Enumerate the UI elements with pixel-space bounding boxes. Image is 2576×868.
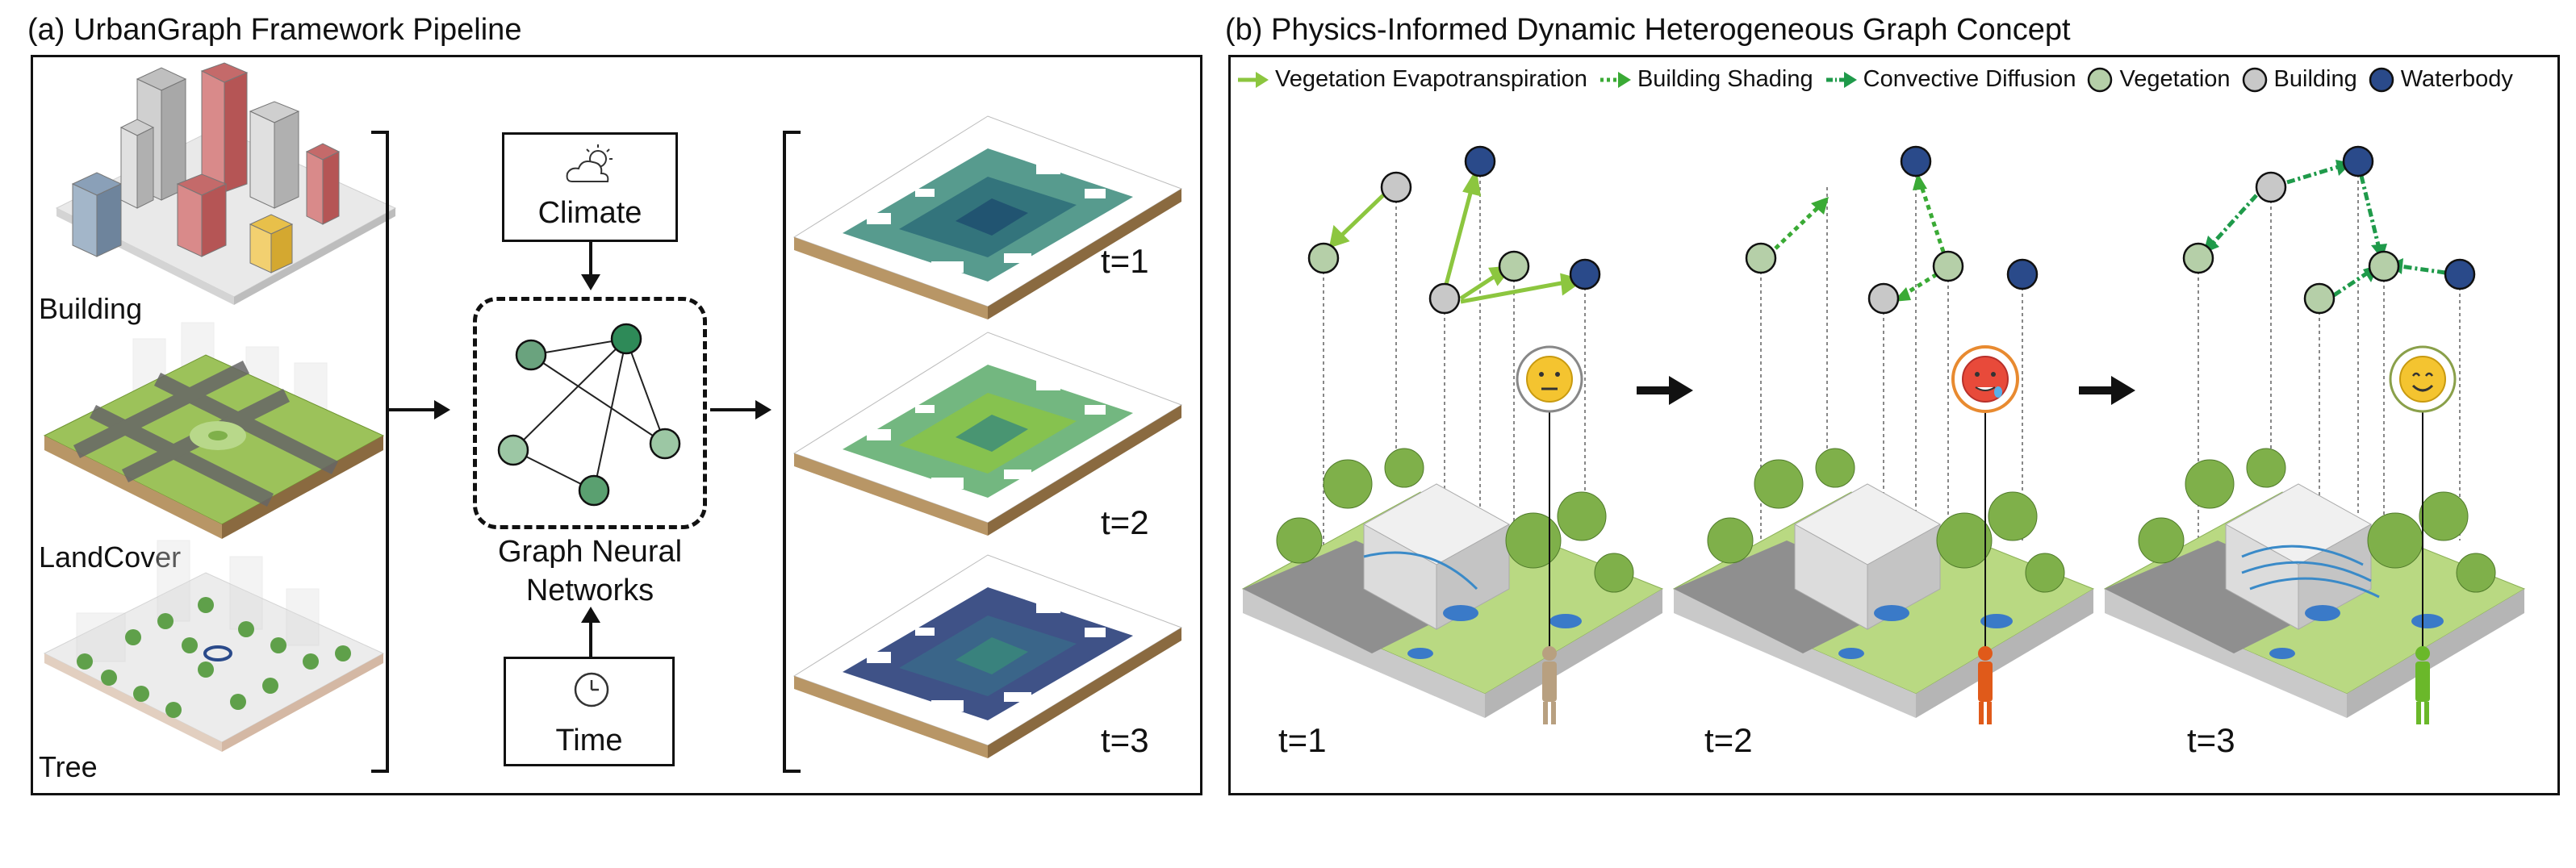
tree-layer-label: Tree <box>39 750 98 783</box>
building-layer-illustration <box>55 62 397 305</box>
panel-a-frame <box>31 55 1202 795</box>
legend-shading-label: Building Shading <box>1637 66 1813 92</box>
node-vegetation <box>2368 250 2400 282</box>
time-box: Time <box>504 657 675 766</box>
panel-a-title: (a) UrbanGraph Framework Pipeline <box>27 13 522 47</box>
timestep-b-1: t=1 <box>1278 721 1327 759</box>
panel-b-frame <box>1228 55 2560 795</box>
legend-evapotranspiration-label: Vegetation Evapotranspiration <box>1275 66 1587 92</box>
timestep-b-3: t=3 <box>2187 721 2235 759</box>
gnn-node <box>649 428 681 460</box>
legend-waterbody-label: Waterbody <box>2400 66 2513 92</box>
timestep-a-1: t=1 <box>1101 242 1149 280</box>
input-bracket <box>371 131 450 773</box>
legend-building-label: Building <box>2273 66 2357 92</box>
legend-convective: Convective Diffusion <box>1825 66 2076 93</box>
climate-arrow <box>581 242 600 290</box>
node-building <box>1380 171 1412 203</box>
node-building <box>1428 282 1461 315</box>
time-label: Time <box>555 724 623 757</box>
cloud-sun-icon <box>566 144 613 182</box>
heatmap-slab-t1 <box>792 115 1183 319</box>
legend-vegetation: Vegetation <box>2087 66 2231 93</box>
timestep-a-2: t=2 <box>1101 503 1149 541</box>
node-vegetation <box>1745 242 1777 274</box>
legend-shading: Building Shading <box>1599 66 1813 93</box>
legend-convective-label: Convective Diffusion <box>1863 66 2076 92</box>
node-waterbody <box>2444 258 2476 290</box>
node-vegetation <box>1932 250 1964 282</box>
transition-arrow-2 <box>2079 376 2135 405</box>
heatmap-slab-t2 <box>792 332 1183 536</box>
node-building <box>2255 171 2287 203</box>
gnn-node <box>610 323 642 355</box>
node-waterbody <box>2006 258 2039 290</box>
building-layer-label: Building <box>39 292 143 325</box>
timestep-a-3: t=3 <box>1101 721 1149 759</box>
gnn-label: Graph Neural Networks <box>465 532 715 610</box>
legend-vegetation-label: Vegetation <box>2119 66 2231 92</box>
node-waterbody <box>1900 145 1932 177</box>
climate-label: Climate <box>537 196 642 230</box>
climate-box: Climate <box>502 132 678 242</box>
node-building <box>1867 282 1900 315</box>
neutral-face-icon <box>1526 356 1573 403</box>
gnn-label-line2: Networks <box>525 574 654 607</box>
time-arrow <box>581 607 600 658</box>
gnn-node <box>515 339 547 371</box>
legend-building: Building <box>2242 66 2357 93</box>
scene-t3 <box>2103 145 2526 724</box>
node-waterbody <box>2342 145 2374 177</box>
transition-arrow-1 <box>1637 376 1693 405</box>
node-waterbody <box>1569 258 1601 290</box>
legend-evapotranspiration: Vegetation Evapotranspiration <box>1236 66 1587 93</box>
clock-icon <box>574 672 609 707</box>
node-vegetation <box>1307 242 1340 274</box>
node-vegetation <box>2182 242 2214 274</box>
legend-waterbody: Waterbody <box>2369 66 2513 93</box>
output-bracket <box>710 131 801 773</box>
landcover-layer-label: LandCover <box>39 540 182 574</box>
tree-layer-illustration <box>43 540 385 752</box>
legend: Vegetation Evapotranspiration Building S… <box>1236 66 2524 93</box>
gnn-graph <box>497 323 681 507</box>
gnn-node <box>497 434 529 466</box>
node-vegetation <box>1498 250 1530 282</box>
landcover-layer-illustration <box>43 322 385 539</box>
heatmap-slab-t3 <box>792 554 1183 758</box>
scene-t1 <box>1241 145 1664 724</box>
timestep-b-2: t=2 <box>1704 721 1753 759</box>
gnn-box <box>473 297 707 529</box>
gnn-label-line1: Graph Neural <box>497 535 683 569</box>
gnn-node <box>578 474 610 507</box>
scene-t2 <box>1672 145 2095 724</box>
node-vegetation <box>2303 282 2336 315</box>
happy-face-icon <box>2399 356 2446 403</box>
panel-b-title: (b) Physics-Informed Dynamic Heterogeneo… <box>1225 13 2071 47</box>
node-waterbody <box>1464 145 1496 177</box>
